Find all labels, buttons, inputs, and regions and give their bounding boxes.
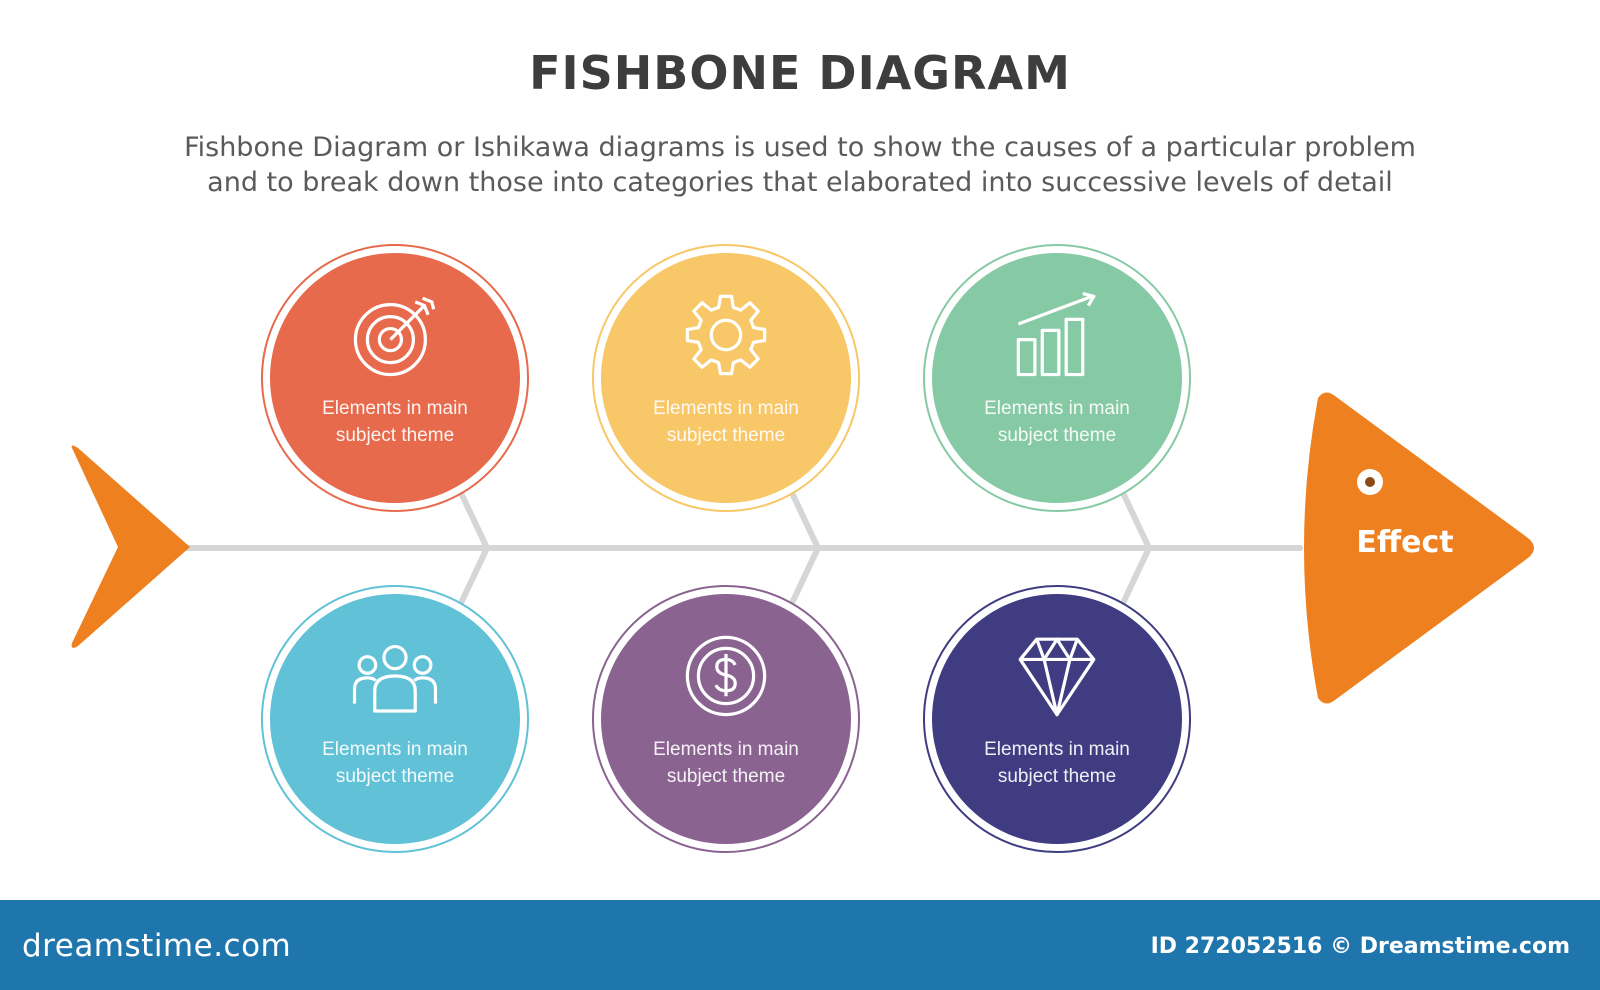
cause-label-6: Elements in main subject theme	[984, 739, 1130, 787]
subtitle-line-2: and to break down those into categories …	[207, 167, 1393, 198]
target-icon	[353, 296, 436, 377]
bone-2	[790, 492, 821, 604]
cause-bubble-4: Elements in main subject theme	[270, 594, 520, 844]
cause-ring-1	[261, 244, 529, 512]
effect-label: Effect	[1356, 525, 1454, 560]
footer-bar: dreamstime.com ID 272052516 © Dreamstime…	[0, 900, 1600, 990]
page-subtitle: Fishbone Diagram or Ishikawa diagrams is…	[100, 130, 1500, 200]
growth-chart-icon	[1016, 292, 1096, 377]
cause-bubble-1: Elements in main subject theme	[270, 253, 520, 503]
cause-bubble-6: Elements in main subject theme	[932, 594, 1182, 844]
gear-icon	[685, 294, 767, 376]
cause-ring-6	[923, 585, 1191, 853]
footer-brand[interactable]: dreamstime.com	[22, 928, 292, 964]
cause-ring-4	[261, 585, 529, 853]
fish-tail-icon	[71, 445, 190, 648]
team-icon	[352, 644, 438, 713]
cause-label-3: Elements in main subject theme	[984, 398, 1130, 446]
dollar-coin-icon	[685, 635, 767, 717]
cause-bubble-3: Elements in main subject theme	[932, 253, 1182, 503]
cause-label-4: Elements in main subject theme	[322, 739, 468, 787]
cause-bubble-2: Elements in main subject theme	[601, 253, 851, 503]
cause-ring-5	[592, 585, 860, 853]
diamond-icon	[1018, 637, 1096, 717]
cause-label-2: Elements in main subject theme	[653, 398, 799, 446]
cause-label-1: Elements in main subject theme	[322, 398, 468, 446]
subtitle-line-1: Fishbone Diagram or Ishikawa diagrams is…	[184, 132, 1416, 163]
fishbone-skeleton	[71, 392, 1534, 704]
page-title: FISHBONE DIAGRAM	[529, 46, 1071, 100]
cause-bubble-5: Elements in main subject theme	[601, 594, 851, 844]
fish-head-icon	[1304, 392, 1534, 704]
cause-ring-3	[923, 244, 1191, 512]
fishbone-bones	[459, 492, 1152, 604]
cause-ring-2	[592, 244, 860, 512]
bone-3	[1121, 492, 1152, 604]
bone-1	[459, 492, 490, 604]
cause-label-5: Elements in main subject theme	[653, 739, 799, 787]
footer-image-id: ID 272052516 © Dreamstime.com	[1150, 934, 1570, 959]
